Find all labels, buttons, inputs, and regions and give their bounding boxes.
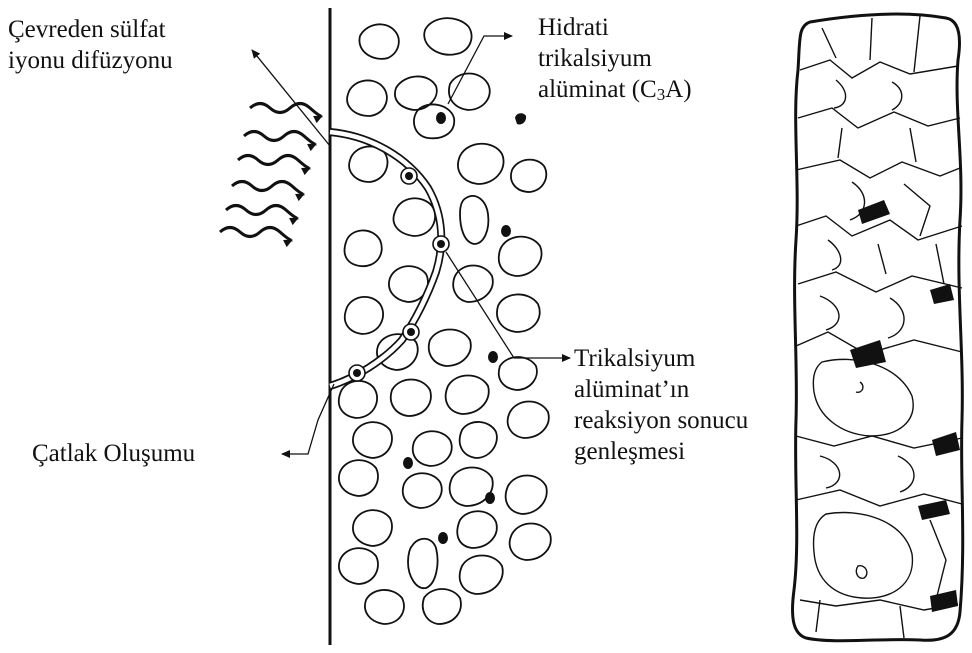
cracked-core-sample <box>793 14 963 641</box>
sulfate-diffusion-line-1: Çevreden sülfat <box>8 14 173 45</box>
hydrated-c3a-subscript: 3 <box>657 85 666 104</box>
c3a-expansion-line-3: reaksiyon sonucu <box>574 405 748 436</box>
c3a-expansion-line-4: genleşmesi <box>574 436 748 467</box>
sulfate-diffusion-label: Çevreden sülfat iyonu difüzyonu <box>8 14 173 76</box>
crack-leader-line <box>282 384 334 454</box>
sulfate-wave-arrows <box>220 104 322 241</box>
c3a-expansion-line-2: alüminat’ın <box>574 374 748 405</box>
c3a-expansion-line-1: Trikalsiyum <box>574 343 748 374</box>
hydrated-c3a-leader-line <box>448 36 512 104</box>
hydrated-c3a-line-3-end: A) <box>665 76 691 103</box>
hydrated-c3a-line-1: Hidrati <box>538 12 692 43</box>
c3a-expansion-label: Trikalsiyum alüminat’ın reaksiyon sonucu… <box>574 343 748 467</box>
hydrated-c3a-line-3: alüminat (C3A) <box>538 74 692 105</box>
hydrated-c3a-label: Hidrati trikalsiyum alüminat (C3A) <box>538 12 692 105</box>
crack-formation-label: Çatlak Oluşumu <box>32 438 195 469</box>
crack-formation-text: Çatlak Oluşumu <box>32 438 195 469</box>
hydrated-c3a-line-3-text: alüminat (C <box>538 76 657 103</box>
hydrated-c3a-line-2: trikalsiyum <box>538 43 692 74</box>
sulfate-diffusion-line-2: iyonu difüzyonu <box>8 45 173 76</box>
